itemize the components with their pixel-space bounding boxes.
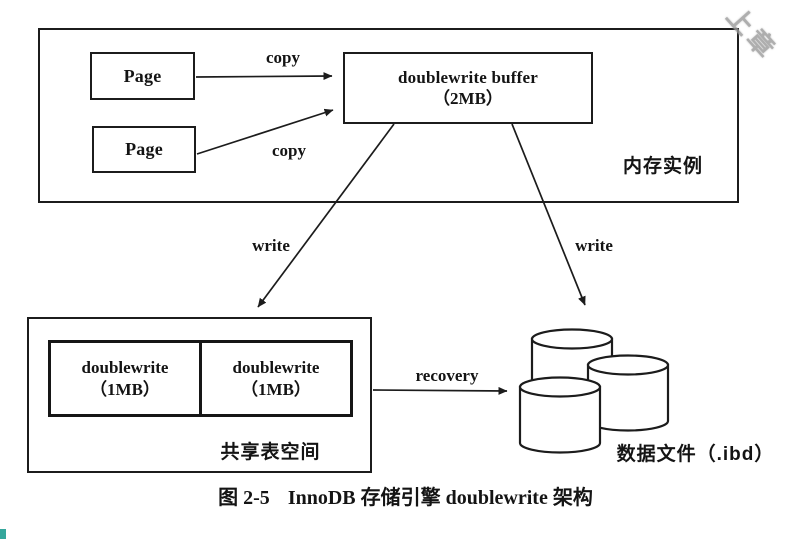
doublewrite-segments-box: doublewrite （1MB） doublewrite （1MB） — [48, 340, 353, 417]
figure-title: InnoDB 存储引擎 doublewrite 架构 — [287, 487, 593, 509]
doublewrite-buffer-title: doublewrite buffer — [397, 68, 539, 87]
shared-tablespace-region — [27, 317, 372, 473]
shared-tablespace-label: 共享表空间 — [220, 442, 321, 463]
copy-label-2: copy — [272, 141, 306, 160]
recovery-arrow — [372, 386, 508, 395]
data-files-label: 数据文件（.ibd） — [616, 444, 775, 465]
recovery-label: recovery — [415, 366, 479, 385]
doublewrite-segment-1: doublewrite （1MB） — [51, 343, 199, 414]
copy-label-1: copy — [266, 48, 300, 67]
figure-number: 图 2-5 — [218, 487, 270, 509]
database-cylinder-front — [518, 376, 602, 454]
doublewrite-segment-2-title: doublewrite — [232, 357, 320, 377]
page-box-2-label: Page — [125, 139, 163, 159]
page-box-2: Page — [92, 126, 196, 173]
scan-artifact-teal — [0, 529, 6, 539]
doublewrite-buffer-box: doublewrite buffer （2MB） — [343, 52, 593, 124]
write-label-right: write — [575, 236, 613, 255]
database-cylinder-back-left — [530, 328, 614, 429]
write-label-left: write — [252, 236, 290, 255]
memory-instance-label: 内存实例 — [622, 156, 703, 177]
doublewrite-segment-1-title: doublewrite — [81, 357, 169, 377]
page-box-1-label: Page — [123, 65, 162, 86]
doublewrite-segment-2-size: （1MB） — [241, 379, 311, 399]
page-box-1: Page — [90, 52, 195, 100]
database-cylinder-back-right — [586, 354, 670, 432]
doublewrite-segment-1-size: （1MB） — [90, 379, 160, 399]
doublewrite-buffer-size: （2MB） — [433, 89, 503, 108]
doublewrite-segment-2: doublewrite （1MB） — [199, 343, 350, 414]
figure-caption: 图 2-5 InnoDB 存储引擎 doublewrite 架构 — [0, 481, 811, 510]
